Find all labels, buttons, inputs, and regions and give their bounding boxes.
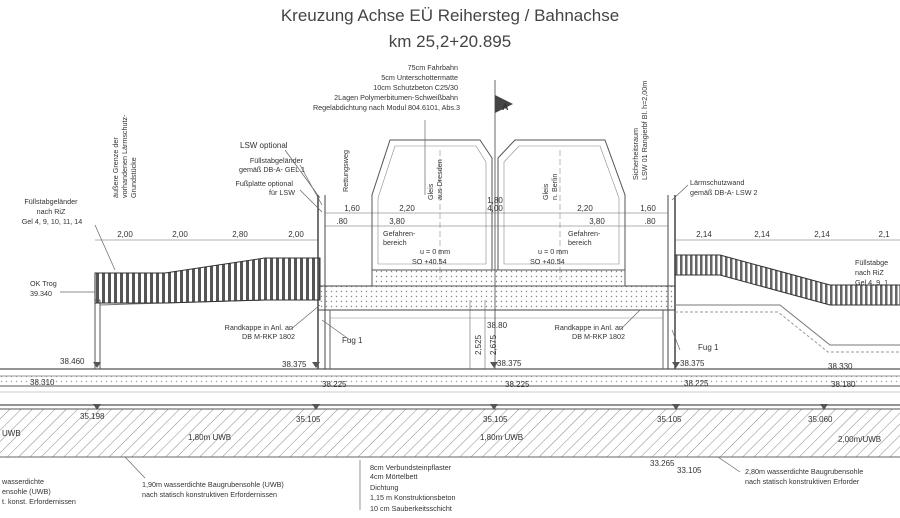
train-profiles — [371, 80, 626, 369]
randkappe-right-label: Randkappe in Anl. an DB M-RKP 1802 — [555, 323, 625, 341]
svg-text:38.225: 38.225 — [684, 379, 709, 388]
svg-text:38.225: 38.225 — [322, 380, 347, 389]
drawing-title: Kreuzung Achse EÜ Reihersteg / Bahnachse — [280, 6, 620, 25]
layer-stack-line: Regelabdichtung nach Modul 804.6101, Abs… — [313, 103, 460, 112]
hazard-labels: Gefahren-bereich Gefahren-bereich u = 0 … — [383, 229, 601, 266]
drawing-subtitle: km 25,2+20.895 — [388, 32, 512, 51]
svg-text:33.265: 33.265 — [650, 459, 675, 468]
svg-text:38.460: 38.460 — [60, 357, 85, 366]
svg-text:33.105: 33.105 — [677, 466, 702, 475]
dimension-value: 2,1 — [878, 230, 890, 239]
ok-trog-label: OK Trog 39.340 — [30, 279, 59, 298]
gleis-dresden-label: Gleis aus Dresden — [426, 159, 444, 200]
svg-text:2,00m/UWB: 2,00m/UWB — [838, 435, 881, 444]
dimension-value: .80 — [644, 217, 656, 226]
sicherheitsraum-label: Sicherheitsraum LSW 01 Rangierbf Bl. h=2… — [631, 81, 649, 180]
svg-text:Gefahren-bereich: Gefahren-bereich — [568, 229, 601, 247]
leader-lines — [60, 120, 741, 510]
dimension-value: 3,80 — [589, 217, 605, 226]
svg-text:38.225: 38.225 — [505, 380, 530, 389]
svg-text:38.375: 38.375 — [282, 360, 307, 369]
section-marker: A — [502, 102, 509, 112]
boundary-label: äußere Grenze der vorhandenen Lärmschutz… — [111, 112, 138, 198]
elevation-values: 38.460 38.375 38.375 38.375 38.330 38.31… — [30, 357, 856, 475]
rettungsweg-label: Rettungsweg — [341, 150, 350, 192]
dimension-value: 2,80 — [232, 230, 248, 239]
svg-text:35.060: 35.060 — [808, 415, 833, 424]
uwb-labels: UWB 1,80m UWB 1,80m UWB 2,00m/UWB — [2, 429, 881, 444]
railings — [94, 254, 900, 306]
dimension-value: 2,00 — [117, 230, 133, 239]
svg-text:SO +40.54: SO +40.54 — [412, 257, 447, 266]
svg-text:38.375: 38.375 — [497, 359, 522, 368]
fuellstab-right-label: Füllstabge nach RiZ Gel 4, 9, 1 — [855, 258, 890, 287]
height-label: 2,525 — [474, 334, 483, 355]
layer-stack-line: 5cm Unterschottermatte — [381, 73, 458, 82]
fuellstab-left-label: Füllstabgeländer nach RiZ Gel 4, 9, 10, … — [22, 197, 83, 226]
dimension-value: 1,80 — [487, 196, 503, 205]
svg-text:38.330: 38.330 — [828, 362, 853, 371]
svg-text:Gefahren-bereich: Gefahren-bereich — [383, 229, 416, 247]
svg-text:35.105: 35.105 — [296, 415, 321, 424]
dimension-value: 3,80 — [389, 217, 405, 226]
randkappe-left-label: Randkappe in Anl. an DB M-RKP 1802 — [225, 323, 295, 341]
svg-text:UWB: UWB — [2, 429, 21, 438]
dimension-value: 2,14 — [754, 230, 770, 239]
layer-stack-line: 2Lagen Polymerbitumen-Schweißbahn — [334, 93, 458, 102]
dimension-value: 1,60 — [344, 204, 360, 213]
dimension-value: .80 — [336, 217, 348, 226]
top-dimensions: 2,00 2,00 2,80 2,00 1,60 2,20 1,80 2,20 … — [117, 196, 890, 239]
layer-stack-text: 75cm Fahrbahn 5cm Unterschottermatte 10c… — [313, 63, 460, 112]
svg-text:u = 0 mm: u = 0 mm — [420, 247, 450, 256]
svg-text:38.310: 38.310 — [30, 378, 55, 387]
bottom-stack: 8cm Verbundsteinpflaster 4cm Mörtelbett … — [370, 463, 458, 513]
svg-text:SO +40.54: SO +40.54 — [530, 257, 565, 266]
bottom-note-mid: 1,90m wasserdichte Baugrubensohle (UWB) … — [142, 480, 286, 499]
svg-text:35.105: 35.105 — [483, 415, 508, 424]
fug-right-label: Fug 1 — [698, 343, 719, 352]
layer-stack-line: 75cm Fahrbahn — [408, 63, 458, 72]
dimension-value: 1,60 — [640, 204, 656, 213]
soil-layers — [0, 368, 900, 458]
svg-text:35.198: 35.198 — [80, 412, 105, 421]
bottom-note-right: 2,80m wasserdichte Baugrubensohle nach s… — [745, 467, 865, 486]
dimension-value: 2,20 — [577, 204, 593, 213]
dimension-value: 4,00 — [487, 204, 503, 213]
bottom-note-left: wasserdichte ensohle (UWB) t. konst. Erf… — [1, 477, 76, 506]
lsw-optional-label: LSW optional — [240, 141, 288, 150]
gelaender-label: Füllstabgeländer gemäß DB-A- GEL 1 — [239, 156, 305, 174]
svg-text:1,80m UWB: 1,80m UWB — [188, 433, 231, 442]
layer-stack-line: 10cm Schutzbeton C25/30 — [373, 83, 458, 92]
dimension-value: 2,00 — [172, 230, 188, 239]
elevation-markers — [93, 362, 828, 410]
svg-text:35.105: 35.105 — [657, 415, 682, 424]
height-label: 2,675 — [489, 334, 498, 355]
laermschutz-label: Lärmschutzwand gemäß DB-A- LSW 2 — [690, 178, 758, 197]
slab-value: 38.80 — [487, 321, 508, 330]
gleis-berlin-label: Gleis n. Berlin — [541, 174, 559, 200]
svg-text:1,80m UWB: 1,80m UWB — [480, 433, 523, 442]
dimension-value: 2,14 — [696, 230, 712, 239]
svg-text:38.375: 38.375 — [680, 359, 705, 368]
dimension-value: 2,20 — [399, 204, 415, 213]
fug-left-label: Fug 1 — [342, 336, 363, 345]
dimension-lines — [95, 212, 900, 369]
svg-text:u = 0 mm: u = 0 mm — [538, 247, 568, 256]
dimension-value: 2,14 — [814, 230, 830, 239]
fussplatte-label: Fußplatte optional für LSW — [235, 179, 295, 197]
dimension-value: 2,00 — [288, 230, 304, 239]
svg-text:38.180: 38.180 — [831, 380, 856, 389]
